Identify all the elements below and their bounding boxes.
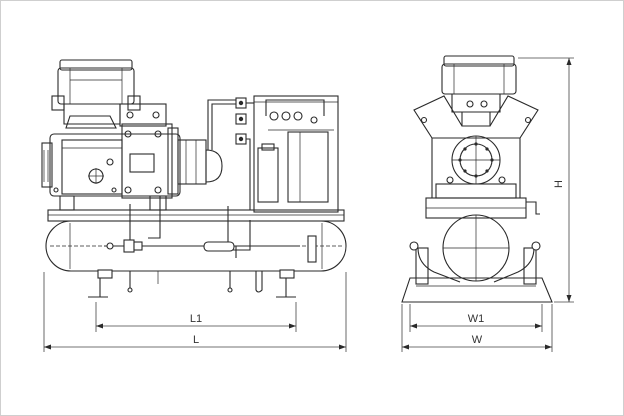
label-l: L xyxy=(193,334,199,346)
label-w1: W1 xyxy=(468,313,485,325)
front-heads xyxy=(413,55,539,139)
piping xyxy=(126,97,254,251)
dimension-l xyxy=(43,272,347,352)
side-view xyxy=(41,59,347,298)
front-compressor xyxy=(425,135,527,219)
dimension-w xyxy=(401,304,553,352)
control-cabinet xyxy=(253,95,339,213)
label-h: H xyxy=(553,180,565,188)
dimension-w1 xyxy=(409,304,543,332)
cylinder-head xyxy=(51,59,167,129)
front-view xyxy=(401,55,553,303)
label-l1: L1 xyxy=(190,313,202,325)
compressor xyxy=(41,123,223,211)
front-base xyxy=(401,247,553,303)
dimension-l1 xyxy=(95,302,297,332)
front-tank xyxy=(409,214,541,283)
base-rails xyxy=(47,209,345,222)
dimension-h xyxy=(518,57,574,303)
label-w: W xyxy=(472,334,483,346)
liquid-line xyxy=(104,235,317,263)
front-pipe xyxy=(526,201,540,215)
tank-feet xyxy=(88,269,296,298)
